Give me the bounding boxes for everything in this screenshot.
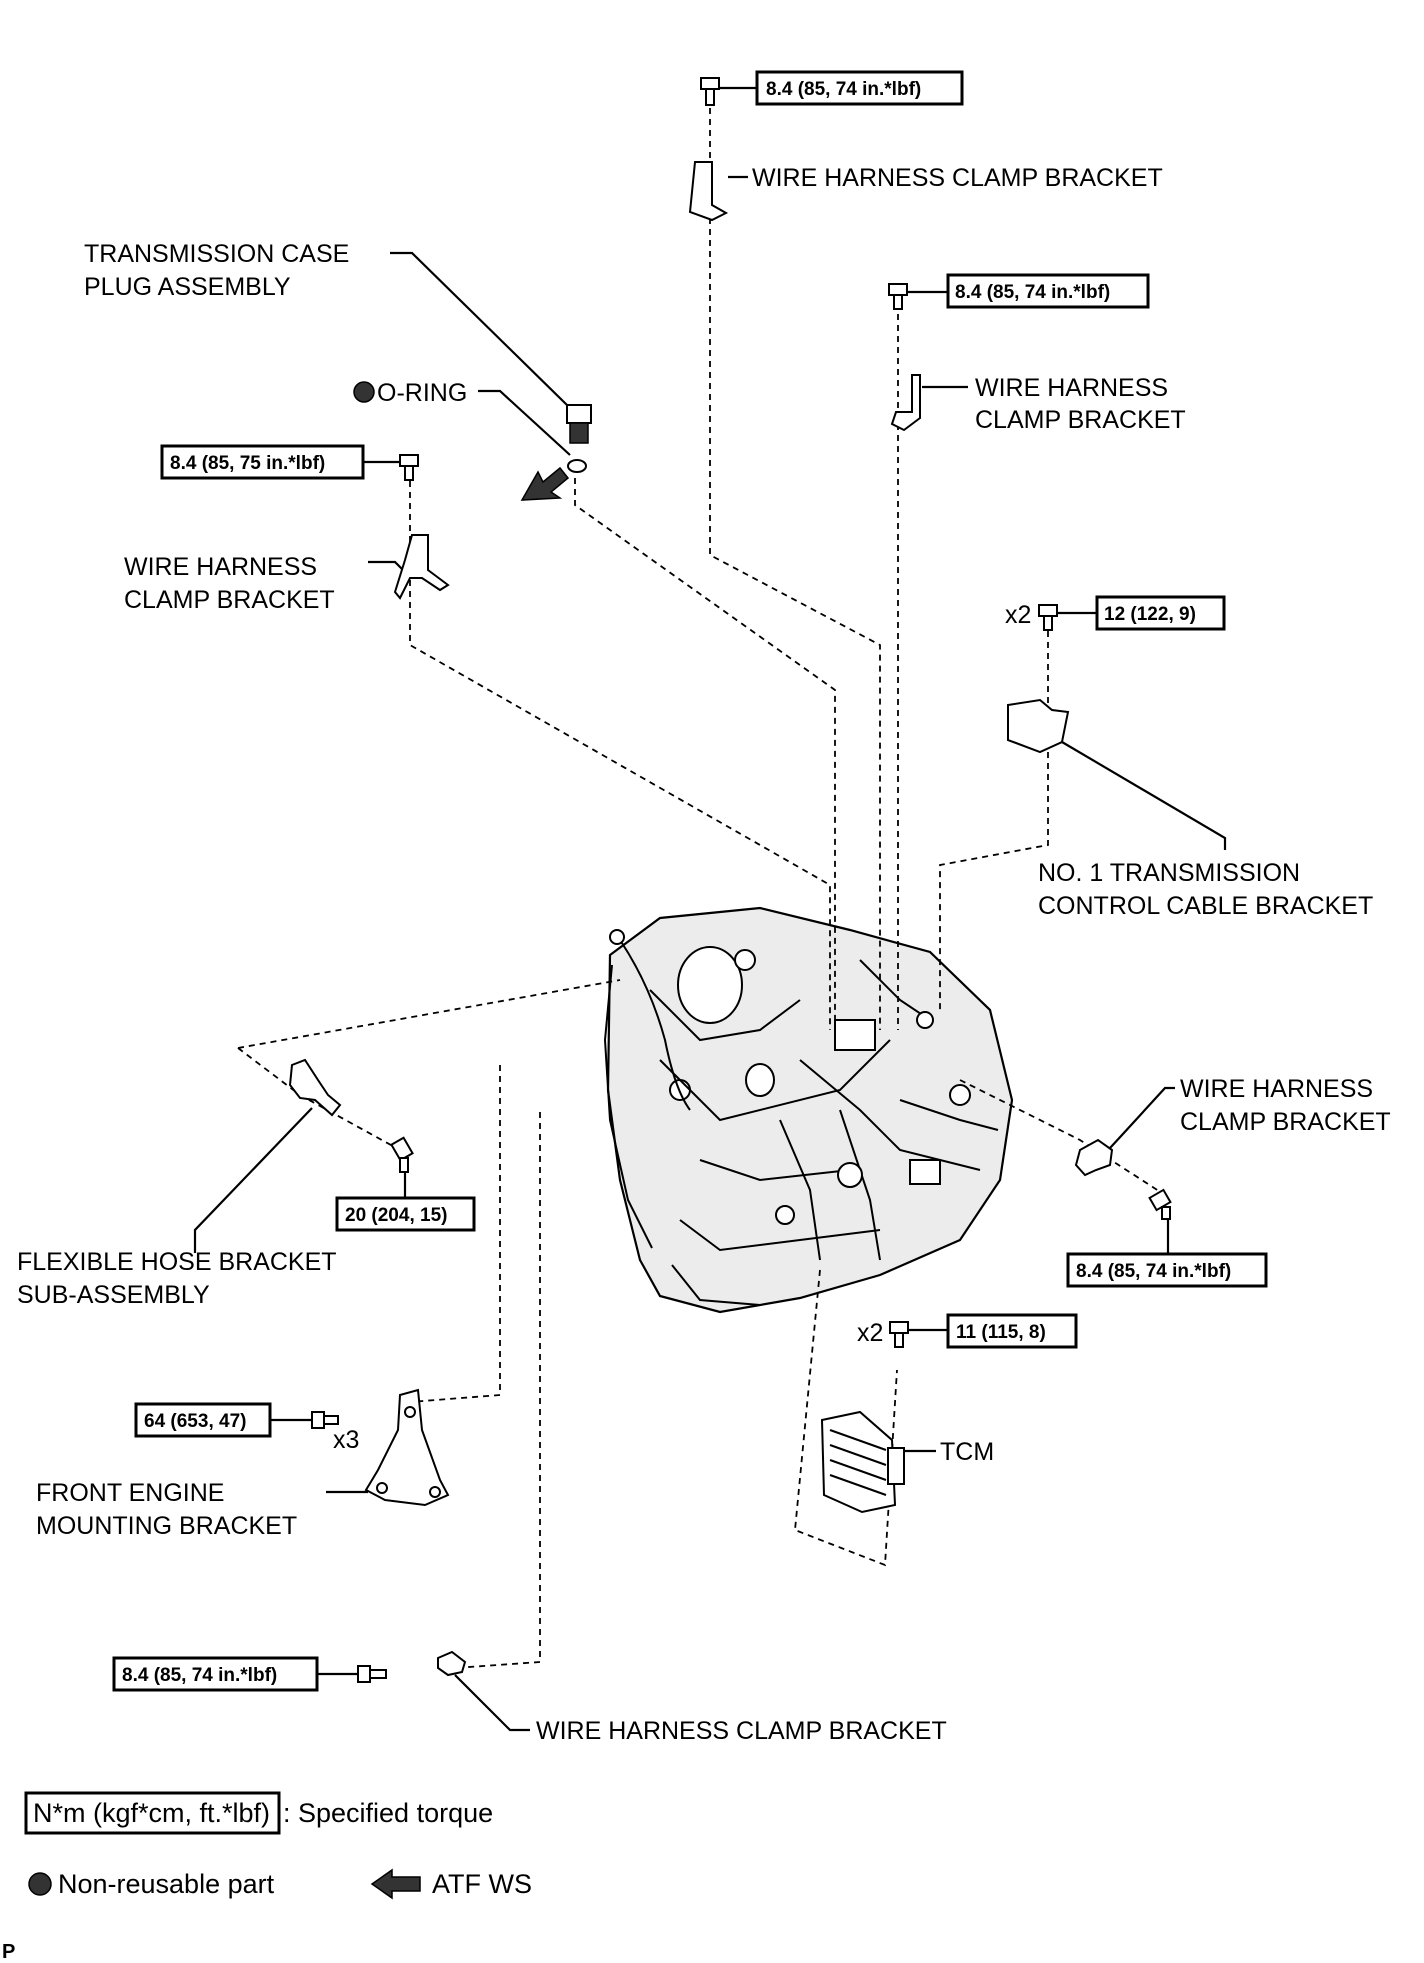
torque-left: 8.4 (85, 75 in.*lbf): [170, 453, 325, 474]
torque-box-mount: [134, 1402, 272, 1438]
label-trans-case-plug-1: TRANSMISSION CASE: [84, 240, 349, 268]
flexible-hose-bracket-icon: [288, 1058, 342, 1117]
transmission-case-plug-icon: [566, 404, 592, 444]
transmission-assembly: [603, 906, 1014, 1314]
top-bolt-icon: [700, 77, 720, 106]
mount-bolt-icon: [311, 1411, 339, 1429]
torque-right2: 8.4 (85, 74 in.*lbf): [1076, 1261, 1231, 1282]
cable-bolt-icon: [1038, 604, 1058, 631]
torque-box-tcm: [946, 1313, 1078, 1349]
torque-top: 8.4 (85, 74 in.*lbf): [766, 79, 921, 100]
torque-box-right2: [1066, 1252, 1268, 1288]
legend-dot-icon: [28, 1872, 52, 1896]
right1-bolt-icon: [888, 283, 908, 310]
o-ring-icon: [567, 459, 587, 473]
atf-arrow-icon: [520, 466, 570, 501]
label-flexible-hose-1: FLEXIBLE HOSE BRACKET: [17, 1248, 337, 1276]
non-reusable-dot-icon: [353, 381, 375, 403]
label-o-ring: O-RING: [377, 379, 467, 407]
front-engine-bracket-icon: [364, 1388, 450, 1507]
wire-harness-bracket-left-icon: [393, 534, 450, 600]
wire-harness-bracket-right1-icon: [890, 374, 921, 432]
control-cable-bracket-icon: [1007, 698, 1070, 754]
label-front-engine-1: FRONT ENGINE: [36, 1479, 224, 1507]
legend-torque-desc: : Specified torque: [283, 1798, 493, 1828]
label-x3: x3: [333, 1426, 359, 1454]
legend: N*m (kgf*cm, ft.*lbf) : Specified torque…: [24, 1791, 532, 1900]
label-control-cable-2: CONTROL CABLE BRACKET: [1038, 892, 1373, 920]
torque-box-top: [755, 70, 964, 106]
torque-bottom: 8.4 (85, 74 in.*lbf): [122, 1665, 277, 1686]
label-wire-harness-top: WIRE HARNESS CLAMP BRACKET: [752, 164, 1163, 192]
label-wire-harness-right2-2: CLAMP BRACKET: [1180, 1108, 1391, 1136]
label-front-engine-2: MOUNTING BRACKET: [36, 1512, 297, 1540]
label-trans-case-plug-2: PLUG ASSEMBLY: [84, 273, 291, 301]
torque-hose: 20 (204, 15): [345, 1205, 447, 1226]
tcm-icon: [820, 1410, 905, 1514]
torque-right1: 8.4 (85, 74 in.*lbf): [955, 282, 1110, 303]
label-wire-harness-left-1: WIRE HARNESS: [124, 553, 317, 581]
label-wire-harness-right1-1: WIRE HARNESS: [975, 374, 1168, 402]
legend-torque-box-text: N*m (kgf*cm, ft.*lbf): [33, 1798, 270, 1828]
right2-bolt-icon: [1148, 1188, 1172, 1220]
label-wire-harness-right2-1: WIRE HARNESS: [1180, 1075, 1373, 1103]
bottom-bolt-icon: [357, 1665, 387, 1683]
corner-mark: P: [2, 1941, 15, 1963]
hose-bolt-icon: [390, 1136, 414, 1173]
legend-non-reusable: Non-reusable part: [58, 1869, 275, 1899]
wire-harness-bracket-top-icon: [688, 161, 729, 222]
legend-atf: ATF WS: [432, 1869, 532, 1899]
legend-arrow-icon: [370, 1868, 421, 1900]
torque-box-hose: [335, 1196, 476, 1232]
torque-box-right1: [946, 273, 1150, 309]
torque-tcm: 11 (115, 8): [956, 1322, 1046, 1343]
label-tcm: TCM: [940, 1438, 994, 1466]
left-bolt-icon: [399, 454, 419, 481]
label-wire-harness-bottom: WIRE HARNESS CLAMP BRACKET: [536, 1717, 947, 1745]
alignment-lines: [237, 97, 1166, 1669]
legend-torque-box: [24, 1791, 281, 1835]
label-flexible-hose-2: SUB-ASSEMBLY: [17, 1281, 210, 1309]
label-wire-harness-left-2: CLAMP BRACKET: [124, 586, 335, 614]
label-wire-harness-right1-2: CLAMP BRACKET: [975, 406, 1186, 434]
tcm-bolt-icon: [889, 1321, 909, 1348]
label-control-cable-1: NO. 1 TRANSMISSION: [1038, 859, 1300, 887]
label-x2-tcm: x2: [857, 1319, 883, 1347]
wire-harness-bracket-right2-icon: [1074, 1138, 1114, 1177]
torque-mount: 64 (653, 47): [144, 1411, 246, 1432]
wire-harness-bracket-bottom-icon: [437, 1650, 467, 1677]
torque-box-cable: [1095, 595, 1226, 631]
torque-box-bottom: [112, 1656, 319, 1692]
label-x2-cable: x2: [1005, 601, 1031, 629]
torque-cable: 12 (122, 9): [1104, 604, 1196, 625]
